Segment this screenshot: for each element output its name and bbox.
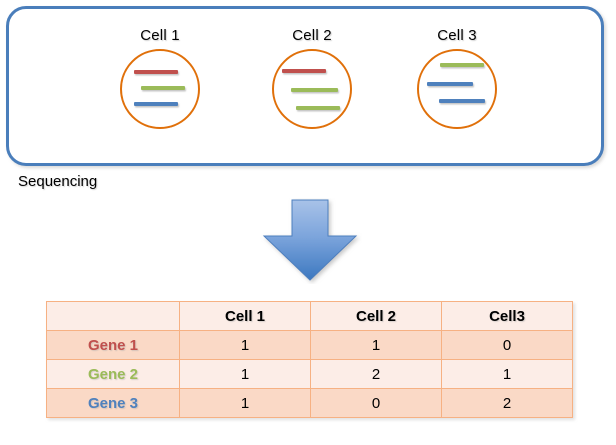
sequencing-caption: Sequencing (18, 173, 98, 190)
table-row: Gene 3 1 0 2 (46, 388, 573, 418)
table-header-row: Cell 1 Cell 2 Cell3 (46, 301, 573, 331)
cell-gene2-cell1: 1 (179, 359, 311, 389)
table-row: Gene 1 1 1 0 (46, 330, 573, 360)
cell-2-transcript-bar-3 (296, 106, 340, 110)
column-header-cell-1: Cell 1 (179, 301, 311, 331)
cell-membrane-icon (417, 49, 497, 129)
row-header-gene-2: Gene 2 (46, 359, 180, 389)
column-header-cell-3: Cell3 (441, 301, 573, 331)
cell-group-2: Cell 2 (247, 27, 377, 129)
cell-2-transcript-bar-1 (282, 69, 326, 73)
cell-3-label: Cell 3 (437, 27, 477, 44)
row-header-gene-3: Gene 3 (46, 388, 180, 418)
cell-3-circle (417, 49, 497, 129)
cell-gene2-cell2: 2 (310, 359, 442, 389)
cell-gene3-cell3: 2 (441, 388, 573, 418)
column-header-cell-2: Cell 2 (310, 301, 442, 331)
down-arrow-icon (262, 199, 358, 281)
single-cell-panel: Cell 1 Cell 2 Cell 3 (6, 6, 604, 166)
cell-1-transcript-bar-3 (134, 102, 178, 106)
cell-gene3-cell2: 0 (310, 388, 442, 418)
cell-group-1: Cell 1 (95, 27, 225, 129)
table-row: Gene 2 1 2 1 (46, 359, 573, 389)
matrix-corner-cell (46, 301, 180, 331)
expression-matrix-table: Cell 1 Cell 2 Cell3 Gene 1 1 1 0 Gene 2 … (46, 301, 573, 418)
cell-1-label: Cell 1 (140, 27, 180, 44)
cell-2-label: Cell 2 (292, 27, 332, 44)
cell-3-transcript-bar-3 (439, 99, 485, 103)
cell-membrane-icon (272, 49, 352, 129)
row-header-gene-1: Gene 1 (46, 330, 180, 360)
cell-gene1-cell2: 1 (310, 330, 442, 360)
cell-2-circle (272, 49, 352, 129)
cell-1-circle (120, 49, 200, 129)
cell-membrane-icon (120, 49, 200, 129)
cell-gene2-cell3: 1 (441, 359, 573, 389)
cell-gene1-cell1: 1 (179, 330, 311, 360)
cell-gene3-cell1: 1 (179, 388, 311, 418)
cell-3-transcript-bar-1 (440, 63, 484, 67)
cell-2-transcript-bar-2 (291, 88, 338, 92)
cell-1-transcript-bar-1 (134, 70, 178, 74)
cell-group-3: Cell 3 (392, 27, 522, 129)
cell-3-transcript-bar-2 (427, 82, 473, 86)
cell-gene1-cell3: 0 (441, 330, 573, 360)
cell-1-transcript-bar-2 (141, 86, 185, 90)
